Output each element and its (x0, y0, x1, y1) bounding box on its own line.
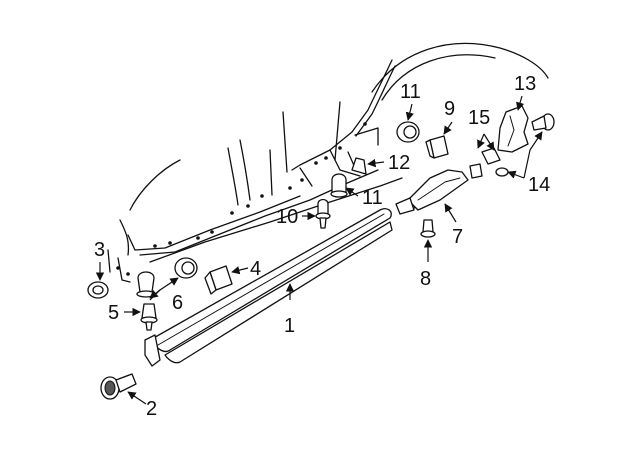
clip-part-15 (469, 163, 509, 179)
pushpin-part-10 (315, 198, 331, 229)
grommet-part-3 (87, 281, 109, 299)
callout-6: 6 (172, 292, 183, 314)
clip-part-9 (425, 135, 449, 159)
nut-part-15 (481, 147, 501, 165)
leader-lines (95, 95, 543, 405)
callout-3: 3 (94, 239, 105, 261)
rocker-molding (144, 195, 425, 367)
bolt-part-2 (100, 373, 137, 400)
pushpin-part-5 (140, 303, 158, 331)
grommet-part-11-top (396, 121, 420, 143)
pushpin-part-8 (420, 219, 436, 238)
vehicle-body-outline (107, 42, 549, 283)
grommet-part-6 (174, 257, 198, 279)
clip-part-11-lower (330, 173, 348, 198)
nut-clip-part-12 (351, 157, 367, 175)
clip-part-4 (204, 265, 233, 295)
callout-9: 9 (444, 98, 455, 120)
callout-12: 12 (388, 152, 410, 174)
callout-2: 2 (146, 398, 157, 420)
callout-11-lower: 11 (362, 187, 383, 209)
callout-10: 10 (276, 206, 298, 228)
rear-extension-part-7 (395, 169, 469, 215)
callout-13: 13 (514, 73, 536, 95)
callout-1: 1 (284, 315, 295, 337)
bolt-part-14 (531, 113, 555, 131)
callout-7: 7 (452, 226, 463, 248)
bracket-part-13 (497, 105, 529, 153)
callout-15: 15 (468, 107, 490, 129)
callout-8: 8 (420, 268, 431, 290)
callout-14: 14 (528, 174, 550, 196)
callout-4: 4 (250, 258, 261, 280)
clip-part-6 (136, 271, 156, 298)
callout-5: 5 (108, 302, 119, 324)
callout-11-top: 11 (400, 81, 421, 103)
